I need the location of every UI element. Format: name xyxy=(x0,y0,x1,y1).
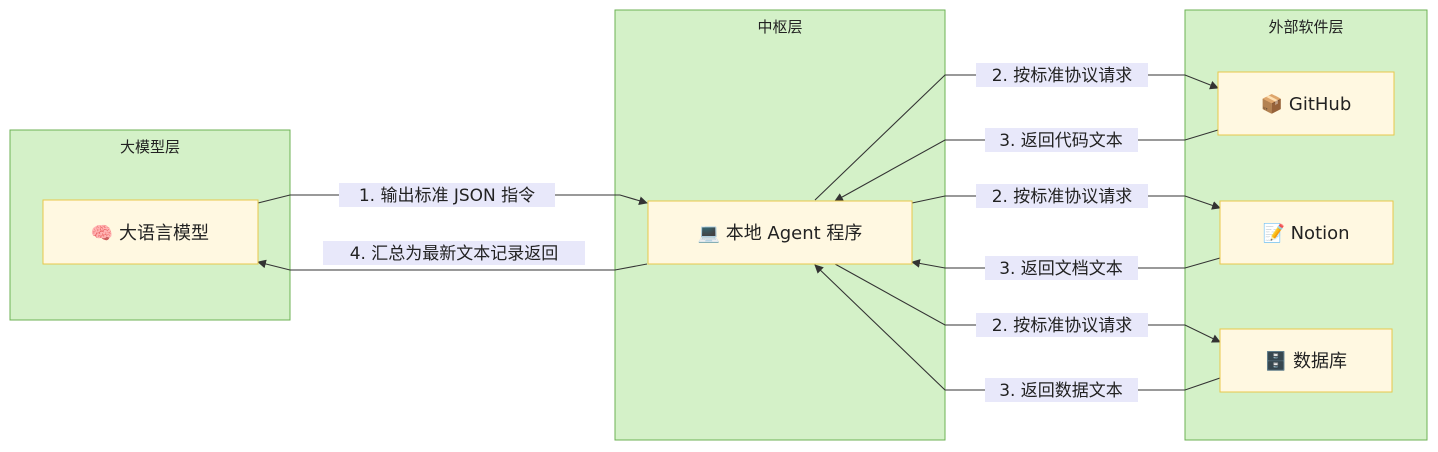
edge-label-agent-to-notion: 2. 按标准协议请求 xyxy=(992,187,1133,207)
edge-labels: 1. 输出标准 JSON 指令 4. 汇总为最新文本记录返回 2. 按标准协议请… xyxy=(323,63,1148,402)
edge-label-github-to-agent: 3. 返回代码文本 xyxy=(999,131,1123,151)
node-label-agent: 💻 本地 Agent 程序 xyxy=(698,223,863,244)
edge-label-agent-to-github: 2. 按标准协议请求 xyxy=(992,66,1133,86)
node-llm[interactable]: 🧠 大语言模型 xyxy=(42,199,259,265)
node-label-llm: 🧠 大语言模型 xyxy=(91,223,209,244)
edge-label-llm-to-agent: 1. 输出标准 JSON 指令 xyxy=(359,186,535,206)
node-database[interactable]: 🗄️ 数据库 xyxy=(1219,328,1393,393)
node-label-database: 🗄️ 数据库 xyxy=(1265,350,1347,372)
node-github[interactable]: 📦 GitHub xyxy=(1217,71,1395,136)
cluster-title-external-layer: 外部软件层 xyxy=(1268,18,1343,36)
edge-label-agent-to-llm: 4. 汇总为最新文本记录返回 xyxy=(350,244,559,264)
edge-label-agent-to-database: 2. 按标准协议请求 xyxy=(992,316,1133,336)
cluster-title-llm-layer: 大模型层 xyxy=(120,138,180,156)
cluster-title-hub-layer: 中枢层 xyxy=(757,18,802,36)
node-notion[interactable]: 📝 Notion xyxy=(1219,200,1394,265)
node-agent[interactable]: 💻 本地 Agent 程序 xyxy=(647,200,913,265)
edge-label-database-to-agent: 3. 返回数据文本 xyxy=(999,381,1123,401)
edge-label-notion-to-agent: 3. 返回文档文本 xyxy=(999,259,1123,279)
node-label-github: 📦 GitHub xyxy=(1261,93,1352,115)
edge-agent-to-llm xyxy=(257,259,648,271)
node-label-notion: 📝 Notion xyxy=(1262,222,1349,244)
